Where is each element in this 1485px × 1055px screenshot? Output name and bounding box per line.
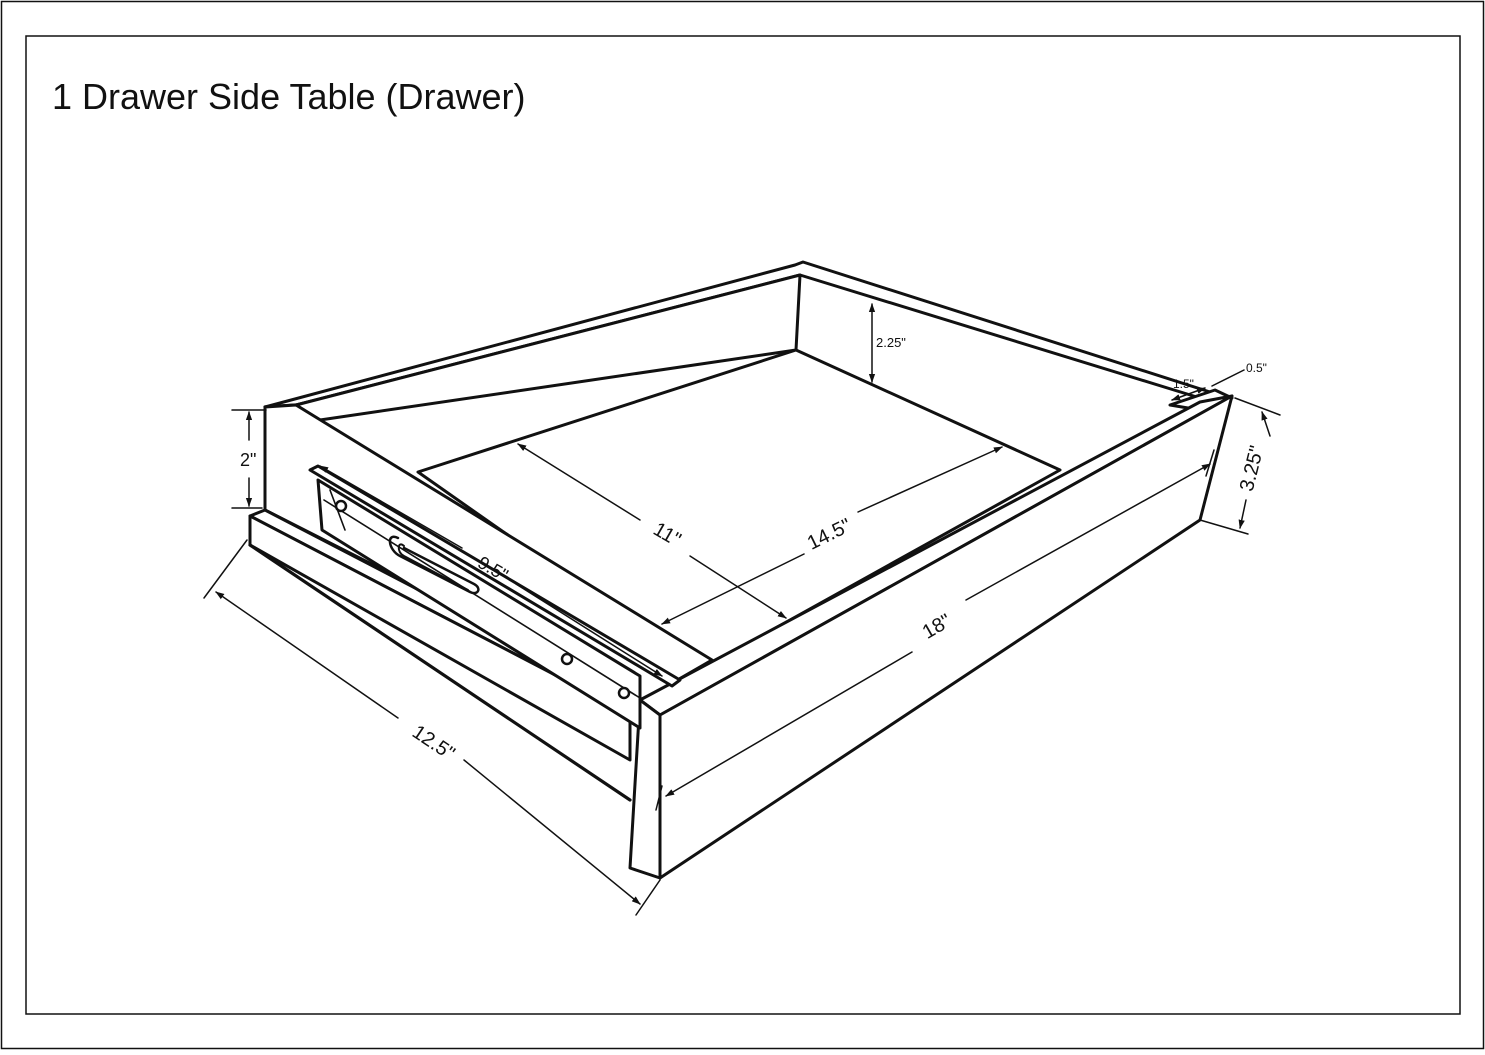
dim-front-width-label: 12.5" [408, 721, 458, 765]
dim-lip-height-label: 2" [240, 450, 256, 470]
inner-border [25, 35, 1461, 1015]
page-title: 1 Drawer Side Table (Drawer) [52, 76, 526, 117]
dim-side-height-label: 3.25" [1236, 444, 1268, 494]
dim-side-thickness-label: 0.5" [1246, 361, 1267, 375]
screw-hole [617, 686, 631, 700]
dim-inner-height: 2.25" [868, 303, 906, 383]
drawer-slide [308, 464, 682, 730]
screw-hole [334, 499, 348, 513]
screw-hole [560, 652, 574, 666]
dim-rear-offset-label: 1.5" [1173, 377, 1194, 391]
dim-inner-height-label: 2.25" [876, 335, 906, 350]
dim-lip-height: 2" [231, 409, 267, 509]
front-board [628, 698, 662, 880]
slide-latch [388, 535, 480, 595]
dim-rear-offset: 1.5" 0.5" [1171, 361, 1267, 401]
